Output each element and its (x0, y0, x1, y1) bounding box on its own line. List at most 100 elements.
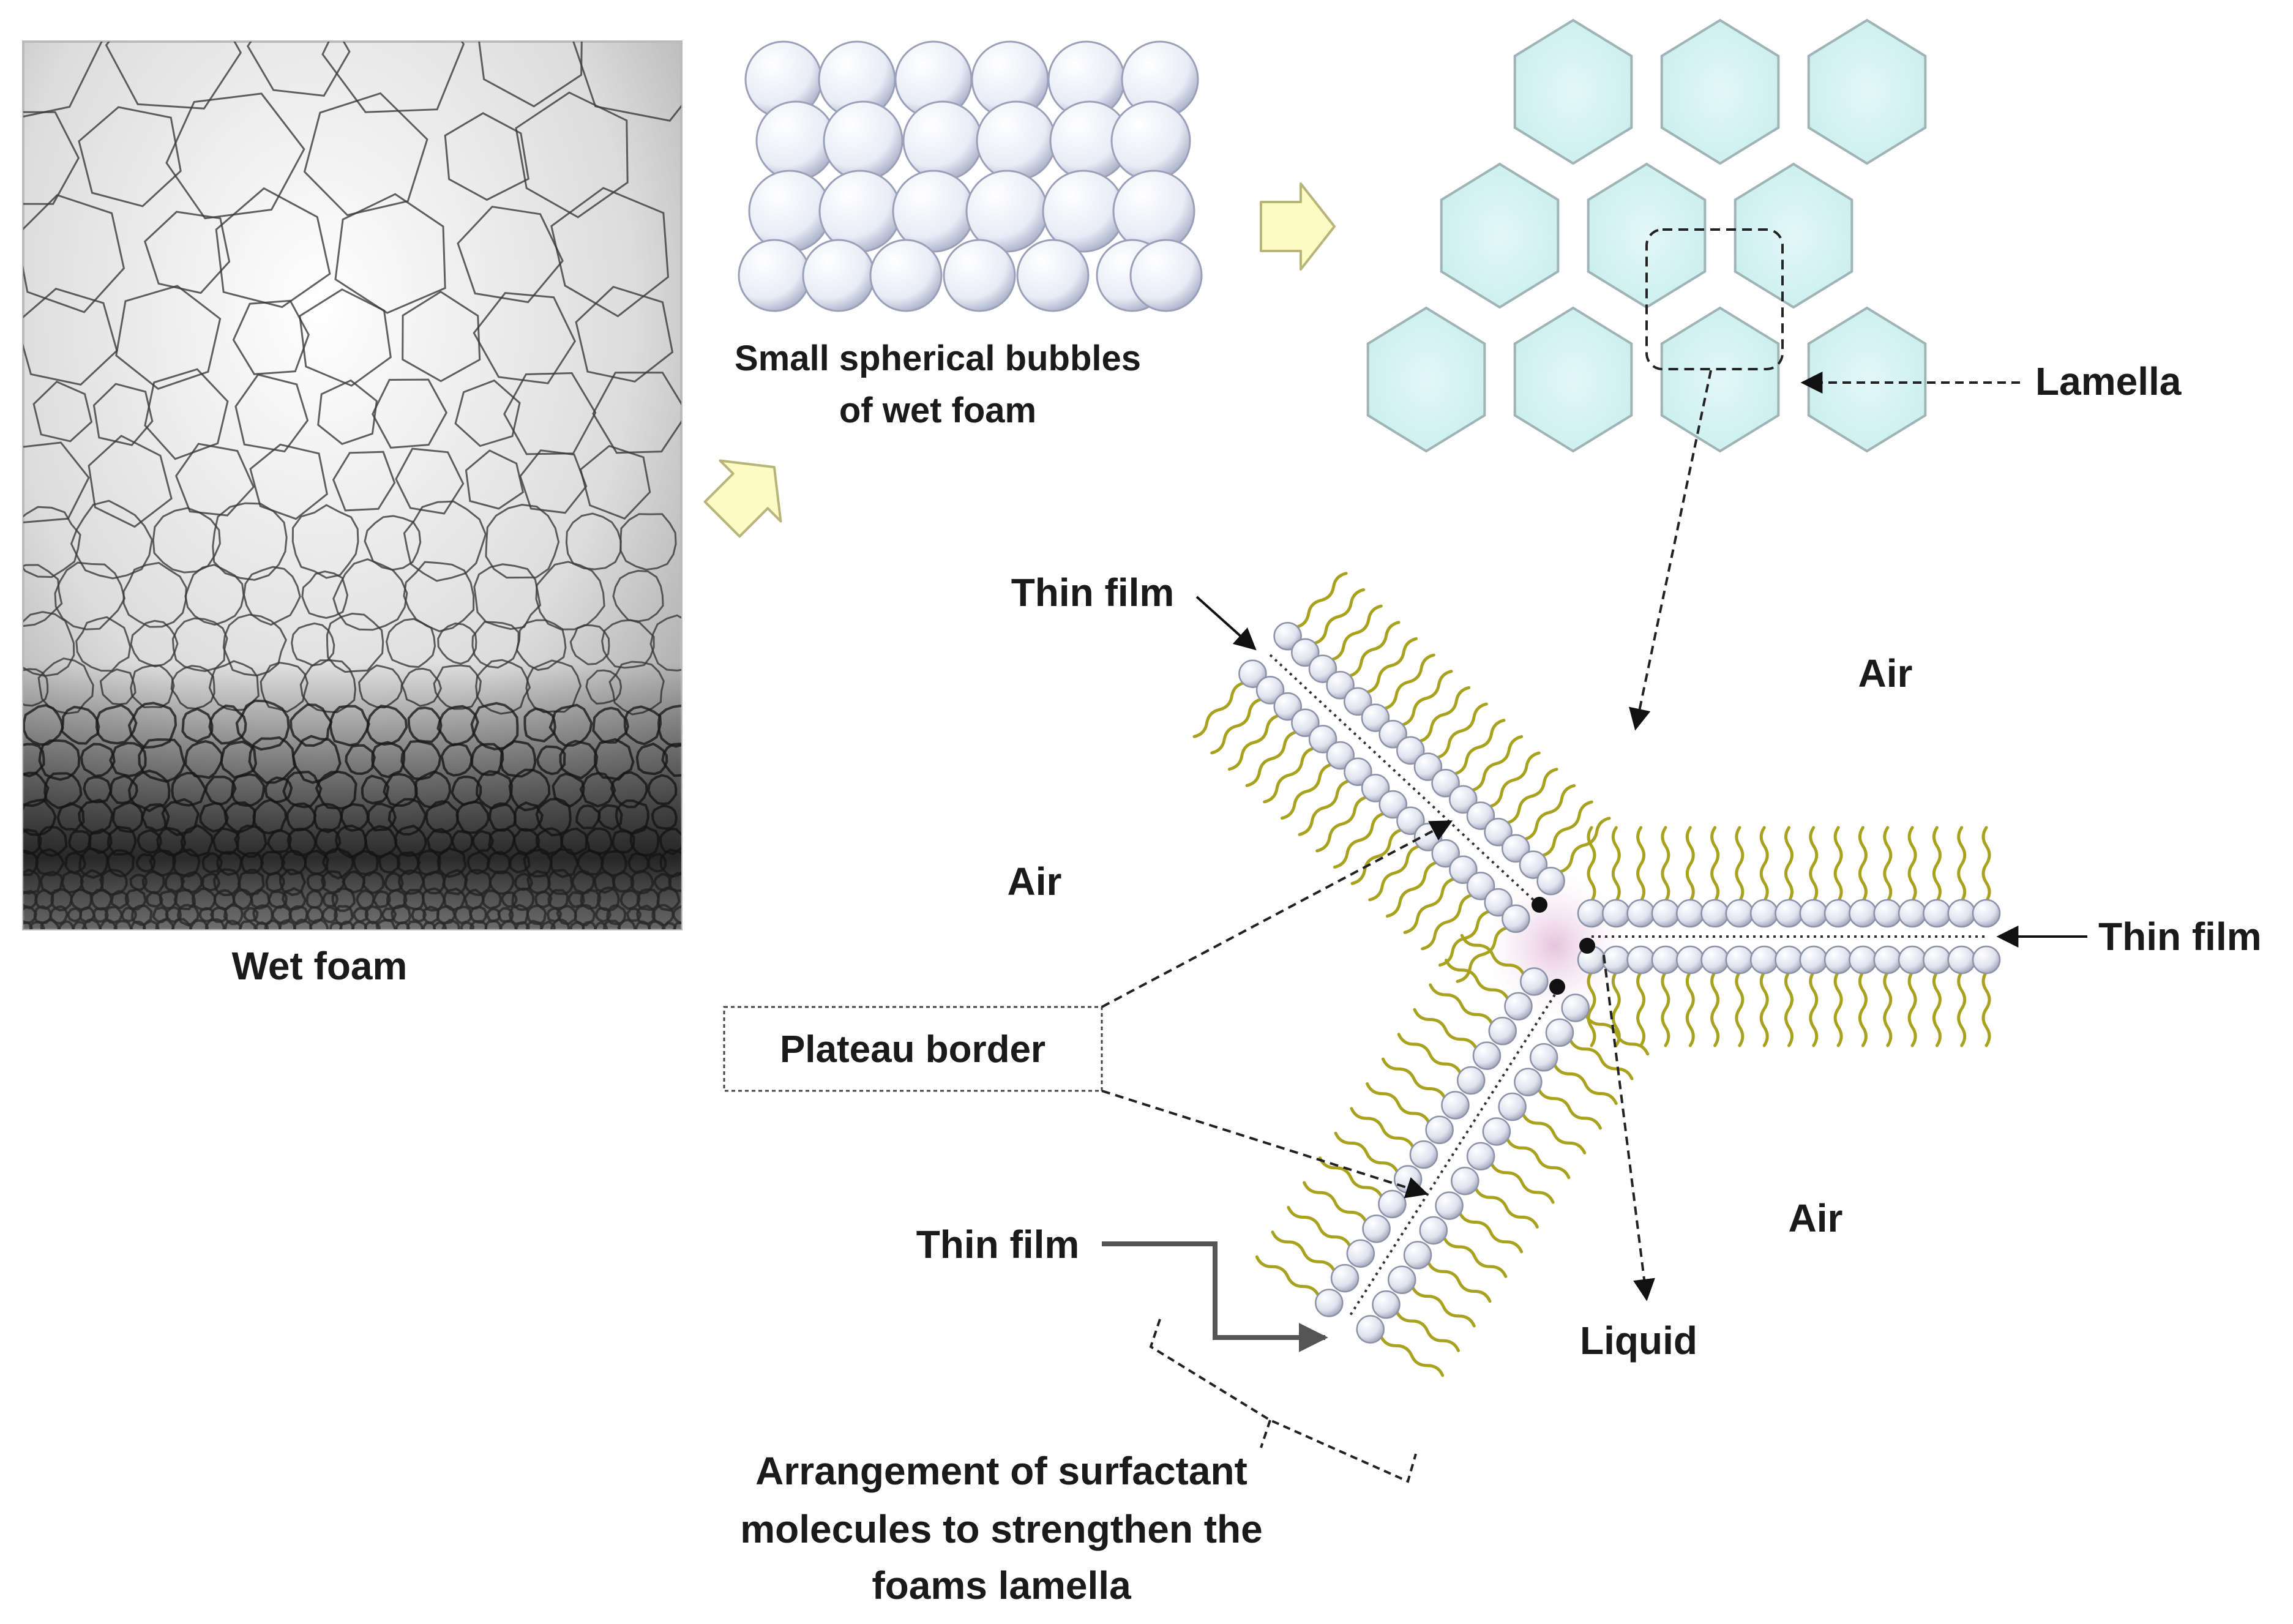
surfactant-tail (1540, 800, 1593, 858)
surfactant-head (1388, 1265, 1416, 1294)
foam-hexagon-grid (1366, 18, 1927, 453)
plateau-border-label: Plateau border (780, 1028, 1046, 1071)
spherical-bubble (1016, 239, 1090, 312)
surfactant-tail (1379, 1334, 1445, 1377)
surfactant-head (1435, 1191, 1464, 1220)
surfactant-tail (1403, 877, 1457, 934)
surfactant-head (1561, 993, 1590, 1022)
surfactant-tail (1457, 1210, 1524, 1254)
surfactant-head (1700, 899, 1729, 928)
surfactant-head (1749, 899, 1779, 928)
liquid-label: Liquid (1580, 1319, 1697, 1363)
surfactant-tail (1833, 826, 1843, 903)
film-center-line (1269, 654, 1535, 901)
surfactant-head (1255, 676, 1285, 705)
surfactant-tail (1470, 735, 1524, 792)
surfactant-tail (1429, 983, 1494, 1026)
surfactant-head (1291, 708, 1320, 738)
arrangement-bracket (1149, 1319, 1417, 1483)
surfactant-head (1393, 1165, 1423, 1194)
surfactant-tail (1394, 1309, 1460, 1352)
surfactant-head (1484, 888, 1513, 917)
surfactant-tail (1552, 1062, 1618, 1106)
surfactant-head (1361, 703, 1390, 732)
surfactant-tail (1759, 970, 1769, 1047)
surfactant-head (1413, 752, 1443, 781)
surfactant-head (1519, 850, 1548, 879)
surfactant-head (1466, 1142, 1495, 1171)
surfactant-tail (1784, 826, 1794, 903)
surfactant-head (1923, 945, 1951, 975)
surfactant-tail (1347, 621, 1401, 678)
surfactant-head (1409, 1140, 1438, 1169)
surfactant-tail (1685, 826, 1695, 903)
surfactant-head (1441, 1091, 1470, 1120)
surfactant-tail (1981, 970, 1991, 1047)
surfactant-tail (1460, 934, 1525, 977)
surfactant-tail (1385, 861, 1439, 918)
spherical-bubble (1110, 100, 1191, 181)
surfactant-head (1923, 899, 1951, 928)
surfactant-head (1676, 945, 1705, 975)
surfactant-tail (1397, 1033, 1462, 1076)
surfactant-tail (1584, 1012, 1650, 1056)
small-bubbles-label-line2: of wet foam (839, 391, 1036, 430)
surfactant-head (1308, 654, 1337, 683)
spherical-bubbles-cluster (738, 40, 1203, 312)
surfactant-tail (1298, 779, 1352, 836)
surfactant-head (1326, 670, 1355, 700)
surfactant-head (1849, 899, 1877, 928)
surfactant-head (1873, 899, 1902, 928)
film-center-line (1348, 993, 1556, 1317)
surfactant-head (1898, 945, 1927, 975)
surfactant-head (1676, 899, 1705, 928)
surfactant-tail (1661, 970, 1670, 1047)
surfactant-tail (1381, 1057, 1447, 1101)
surfactant-head (1545, 1018, 1574, 1047)
surfactant-tail (1710, 826, 1720, 903)
lamella-label: Lamella (2035, 359, 2182, 403)
surfactant-head (1238, 659, 1267, 689)
plateau-border-box (723, 1006, 1103, 1092)
foam-hexagon-cell (1587, 162, 1707, 309)
surfactant-tail (1333, 812, 1386, 869)
surfactant-tail (1334, 1131, 1399, 1175)
surfactant-head (1972, 945, 2001, 975)
surfactant-head (1577, 899, 1606, 928)
surfactant-tail (1858, 826, 1868, 903)
surfactant-tail (1809, 826, 1819, 903)
surfactant-head (1378, 1189, 1407, 1219)
surfactant-tail (1330, 604, 1383, 662)
surfactant-head (1725, 945, 1754, 975)
surfactant-head (1520, 967, 1549, 996)
surfactant-tail (1611, 970, 1621, 1047)
surfactant-head (1972, 899, 2001, 928)
foam-hexagon-cell (1513, 18, 1633, 165)
surfactant-tail (1489, 1161, 1555, 1204)
surfactant-tail (1568, 1038, 1634, 1080)
surfactant-head (1651, 945, 1680, 975)
surfactant-head (1602, 899, 1631, 928)
surfactant-head (1361, 774, 1390, 803)
surfactant-head (1273, 692, 1302, 721)
surfactant-head (1356, 1315, 1385, 1344)
surfactant-tail (1907, 826, 1917, 903)
surfactant-tail (1227, 714, 1281, 771)
foam-hexagon-cell (1734, 162, 1853, 309)
surfactant-head (1898, 899, 1927, 928)
surfactant-tail (1522, 784, 1576, 841)
surfactant-head (1403, 1241, 1432, 1270)
surfactant-head (1504, 992, 1533, 1021)
surfactant-head (1799, 899, 1828, 928)
spherical-bubble (823, 100, 903, 181)
surfactant-head (1419, 1216, 1448, 1245)
liquid-pointer (1603, 954, 1655, 1301)
surfactant-head (1449, 855, 1478, 885)
surfactant-head (1626, 945, 1655, 975)
spherical-bubble (943, 239, 1016, 312)
surfactant-tail (1505, 1136, 1571, 1180)
surfactant-tail (1636, 826, 1646, 903)
arrangement-label-line1: Arrangement of surfactant (755, 1449, 1247, 1493)
surfactant-head (1330, 1263, 1360, 1293)
